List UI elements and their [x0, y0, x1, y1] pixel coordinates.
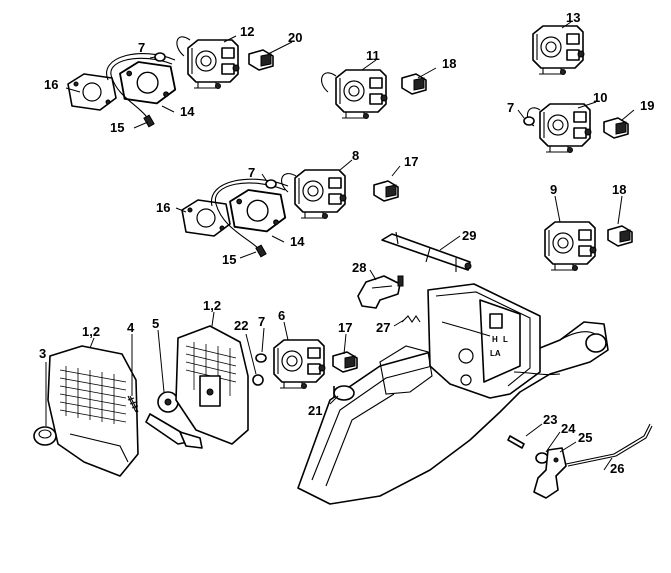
- gasket-14-mid: [229, 189, 287, 233]
- label-15-top: 15: [110, 120, 124, 135]
- housing-marking-la: LA: [490, 349, 501, 358]
- nut-22: [252, 374, 264, 386]
- part-labels: 12 20 7 16 14 15 11 18 13 10 7 19 8 7 17…: [39, 10, 654, 476]
- label-1-2-mid: 1,2: [203, 298, 221, 313]
- label-22: 22: [234, 318, 248, 333]
- label-7-low: 7: [258, 314, 265, 329]
- carburetor-11: [321, 69, 388, 120]
- label-16-top: 16: [44, 77, 58, 92]
- label-19: 19: [640, 98, 654, 113]
- filter-cover-1-2-left: [47, 345, 139, 477]
- label-27: 27: [376, 320, 390, 335]
- cap-3: [33, 426, 57, 446]
- label-18-mid: 18: [612, 182, 626, 197]
- throttle-rod-29: [381, 231, 472, 272]
- carburetor-6: [273, 339, 326, 390]
- label-7-right: 7: [507, 100, 514, 115]
- carburetor-9: [544, 221, 597, 272]
- gasket-14-top: [119, 61, 177, 105]
- carburetor-10: [526, 103, 592, 154]
- label-4: 4: [127, 320, 135, 335]
- spring-27: [401, 315, 421, 323]
- clip-17-mid: [373, 180, 399, 202]
- label-7-mid: 7: [248, 165, 255, 180]
- o-ring-7-mid: [265, 179, 277, 189]
- label-11: 11: [366, 48, 380, 63]
- label-5: 5: [152, 316, 159, 331]
- label-1-2-left: 1,2: [82, 324, 100, 339]
- o-ring-7-low: [255, 353, 267, 363]
- sleeve-21: [333, 385, 355, 401]
- carburetor-12: [176, 36, 240, 90]
- label-6: 6: [278, 308, 285, 323]
- carburetor-8: [281, 169, 347, 220]
- label-16-mid: 16: [156, 200, 170, 215]
- clip-17-low: [332, 351, 358, 373]
- housing-marking-h: H: [492, 335, 498, 344]
- clip-19: [603, 117, 629, 139]
- o-ring-7-right: [523, 116, 535, 126]
- label-18-top: 18: [442, 56, 456, 71]
- leader-lines: [45, 21, 635, 471]
- label-7-top: 7: [138, 40, 145, 55]
- label-25: 25: [578, 430, 592, 445]
- label-14-mid: 14: [290, 234, 305, 249]
- pin-23: [507, 435, 525, 449]
- label-8: 8: [352, 148, 359, 163]
- label-15-mid: 15: [222, 252, 236, 267]
- housing-marking-l: L: [503, 335, 508, 344]
- rod-26: [565, 423, 653, 467]
- trigger-28: [357, 275, 404, 309]
- label-24: 24: [561, 421, 576, 436]
- label-17-mid: 17: [404, 154, 418, 169]
- label-9: 9: [550, 182, 557, 197]
- carburetor-13: [532, 25, 585, 76]
- label-20: 20: [288, 30, 302, 45]
- clip-18-top: [401, 73, 427, 95]
- label-29: 29: [462, 228, 476, 243]
- screw-4: [127, 395, 139, 413]
- label-14-top: 14: [180, 104, 195, 119]
- lever-25: [533, 447, 567, 499]
- gasket-16-top: [67, 73, 117, 111]
- choke-lever-5: [145, 391, 203, 449]
- main-housing: H L LA: [297, 283, 609, 505]
- filter-cover-1-2-mid: [175, 325, 249, 445]
- label-21: 21: [308, 403, 322, 418]
- label-3: 3: [39, 346, 46, 361]
- label-12: 12: [240, 24, 254, 39]
- label-10: 10: [593, 90, 607, 105]
- label-23: 23: [543, 412, 557, 427]
- clip-18-mid: [607, 225, 633, 247]
- label-28: 28: [352, 260, 366, 275]
- label-17-low: 17: [338, 320, 352, 335]
- o-ring-7-top: [154, 52, 166, 62]
- label-13: 13: [566, 10, 580, 25]
- label-26: 26: [610, 461, 624, 476]
